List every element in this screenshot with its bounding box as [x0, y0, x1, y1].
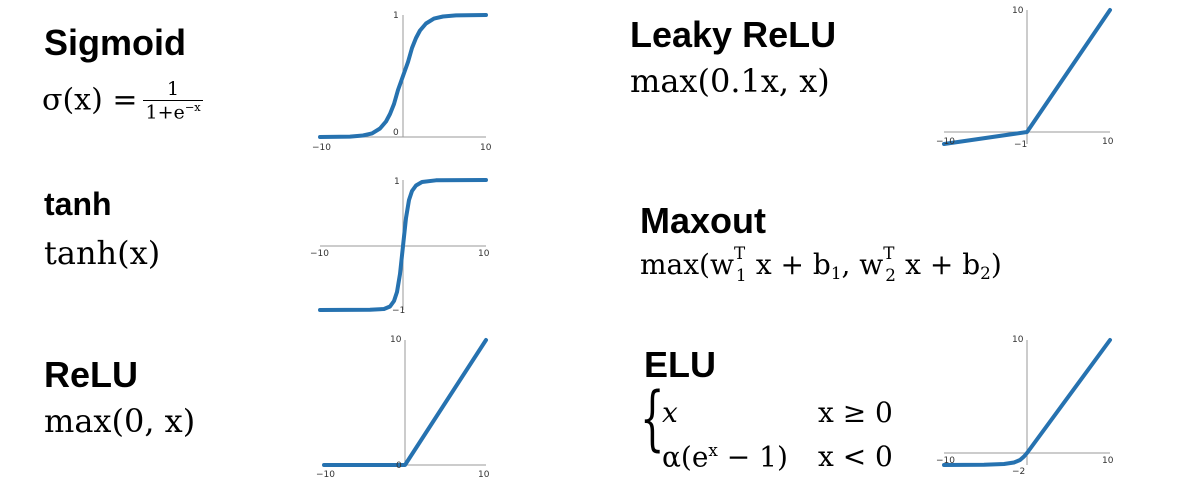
elu-case2-expr-a: α(e — [662, 440, 709, 474]
sigmoid-curve — [318, 13, 488, 139]
maxout-w1-sub: 1 — [735, 264, 747, 285]
tanh-ymax-label: 1 — [394, 177, 400, 187]
leaky-relu-formula: max(0.1x, x) — [630, 62, 830, 100]
elu-case1-cond: x ≥ 0 — [818, 396, 893, 429]
sigmoid-ymin-label: 0 — [393, 128, 399, 138]
tanh-title: tanh — [44, 186, 112, 222]
elu-curve — [942, 338, 1112, 467]
tanh-xmin-label: −10 — [310, 249, 329, 259]
elu-ymin-label: −2 — [1012, 467, 1025, 477]
maxout-w1-sup: T — [733, 242, 746, 263]
leaky-relu-xmax-label: 10 — [1102, 137, 1114, 147]
relu-ymax-label: 10 — [390, 335, 402, 345]
maxout-part-10: ) — [990, 248, 1002, 281]
relu-curve — [322, 338, 488, 467]
tanh-xmax-label: 10 — [478, 249, 490, 259]
elu-case2-expr-exp: x — [708, 440, 718, 460]
tanh-ymin-label: −1 — [392, 306, 405, 316]
relu-formula: max(0, x) — [44, 402, 196, 440]
sigmoid-den-base: 1+e — [145, 101, 185, 124]
leaky-relu-ymax-label: 10 — [1012, 6, 1024, 16]
maxout-w2-scripts: T2 — [883, 243, 905, 285]
maxout-w1-scripts: T1 — [734, 243, 756, 285]
maxout-title: Maxout — [640, 200, 766, 241]
relu-xmax-label: 10 — [478, 470, 490, 480]
leaky-relu-title: Leaky ReLU — [630, 14, 837, 55]
sigmoid-denominator: 1+e−x — [143, 99, 203, 124]
elu-title: ELU — [644, 344, 716, 385]
sigmoid-numerator: 1 — [167, 78, 180, 100]
elu-brace: { — [640, 377, 665, 459]
elu-ymax-label: 10 — [1012, 335, 1024, 345]
maxout-b2-sub: 2 — [980, 263, 991, 284]
sigmoid-xmax-label: 10 — [480, 143, 492, 153]
tanh-plot: −10 10 1 −1 — [310, 177, 490, 316]
maxout-w2-sup: T — [883, 242, 895, 263]
sigmoid-xmin-label: −10 — [312, 143, 331, 153]
sigmoid-den-exp: −x — [184, 99, 201, 114]
relu-plot: −10 10 10 0 — [316, 335, 490, 480]
elu-xmax-label: 10 — [1102, 456, 1114, 466]
elu-case2-expr-b: − 1) — [717, 440, 788, 474]
tanh-curve — [318, 178, 488, 312]
elu-case1-expr: x — [662, 396, 678, 429]
elu-case2-expr: α(ex − 1) — [662, 440, 788, 473]
maxout-part-0: max(w — [640, 248, 734, 281]
relu-title: ReLU — [44, 354, 139, 395]
sigmoid-plot: −10 10 1 0 — [312, 11, 492, 153]
leaky-relu-curve — [942, 8, 1112, 146]
maxout-part-8: x + b — [905, 248, 981, 281]
sigmoid-title: Sigmoid — [44, 22, 186, 63]
tanh-formula: tanh(x) — [44, 234, 161, 272]
leaky-relu-ymin-label: −1 — [1014, 140, 1027, 150]
relu-ymin-label: 0 — [396, 461, 402, 471]
sigmoid-formula-lhs: σ(x) = — [42, 82, 138, 118]
elu-plot: −10 10 10 −2 — [936, 335, 1114, 477]
maxout-part-3: x + b — [755, 248, 831, 281]
elu-case2-cond: x < 0 — [818, 440, 893, 473]
leaky-relu-xmin-label: −10 — [936, 137, 955, 147]
maxout-w2-sub: 2 — [885, 264, 896, 285]
maxout-b1-sub: 1 — [830, 263, 842, 284]
elu-xmin-label: −10 — [936, 456, 955, 466]
sigmoid-ymax-label: 1 — [393, 11, 399, 21]
leaky-relu-plot: −10 10 10 −1 — [936, 6, 1114, 150]
relu-xmin-label: −10 — [316, 470, 335, 480]
maxout-part-5: , w — [841, 248, 884, 281]
